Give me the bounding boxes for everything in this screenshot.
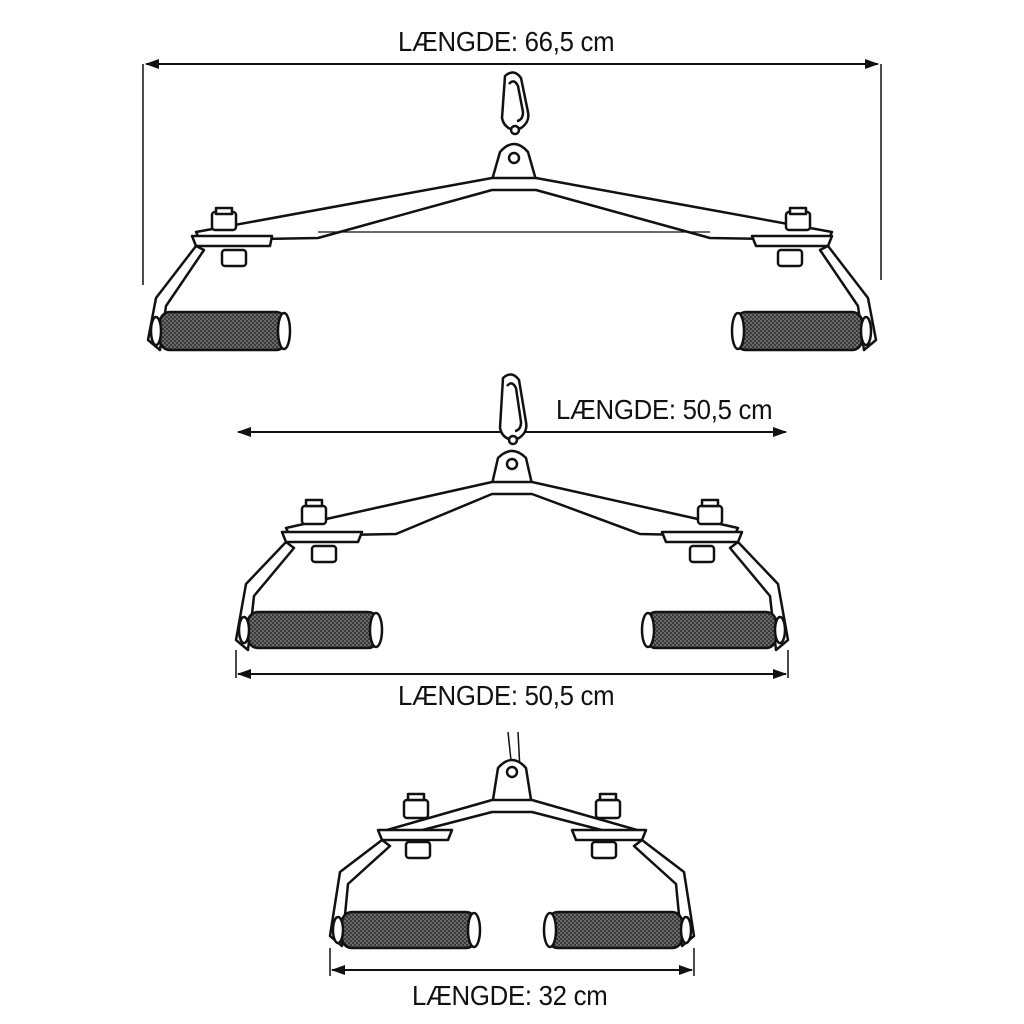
bar-large <box>142 59 882 352</box>
grip-icon <box>730 310 873 352</box>
bar-beam <box>194 176 834 242</box>
grip-icon <box>542 910 693 950</box>
grip-icon <box>149 310 292 352</box>
length-label-mid-lower: LÆNGDE: 50,5 cm <box>398 680 615 711</box>
bolt-icon <box>590 792 622 860</box>
bolt-icon <box>776 206 812 268</box>
bolt-icon <box>402 792 432 860</box>
grip-icon <box>237 610 384 650</box>
length-label-top: LÆNGDE: 66,5 cm <box>398 26 615 57</box>
bar-medium <box>234 373 790 679</box>
length-label-mid-upper: LÆNGDE: 50,5 cm <box>556 394 773 425</box>
grip-icon <box>331 910 482 950</box>
bar-beam <box>284 480 740 538</box>
length-label-bottom: LÆNGDE: 32 cm <box>412 980 608 1011</box>
bolt-icon <box>688 498 724 564</box>
bolt-icon <box>300 498 338 564</box>
bar-small <box>328 731 696 976</box>
grip-icon <box>640 610 787 650</box>
carabiner-icon <box>498 373 528 446</box>
carabiner-icon <box>500 71 530 136</box>
bolt-icon <box>210 206 248 268</box>
